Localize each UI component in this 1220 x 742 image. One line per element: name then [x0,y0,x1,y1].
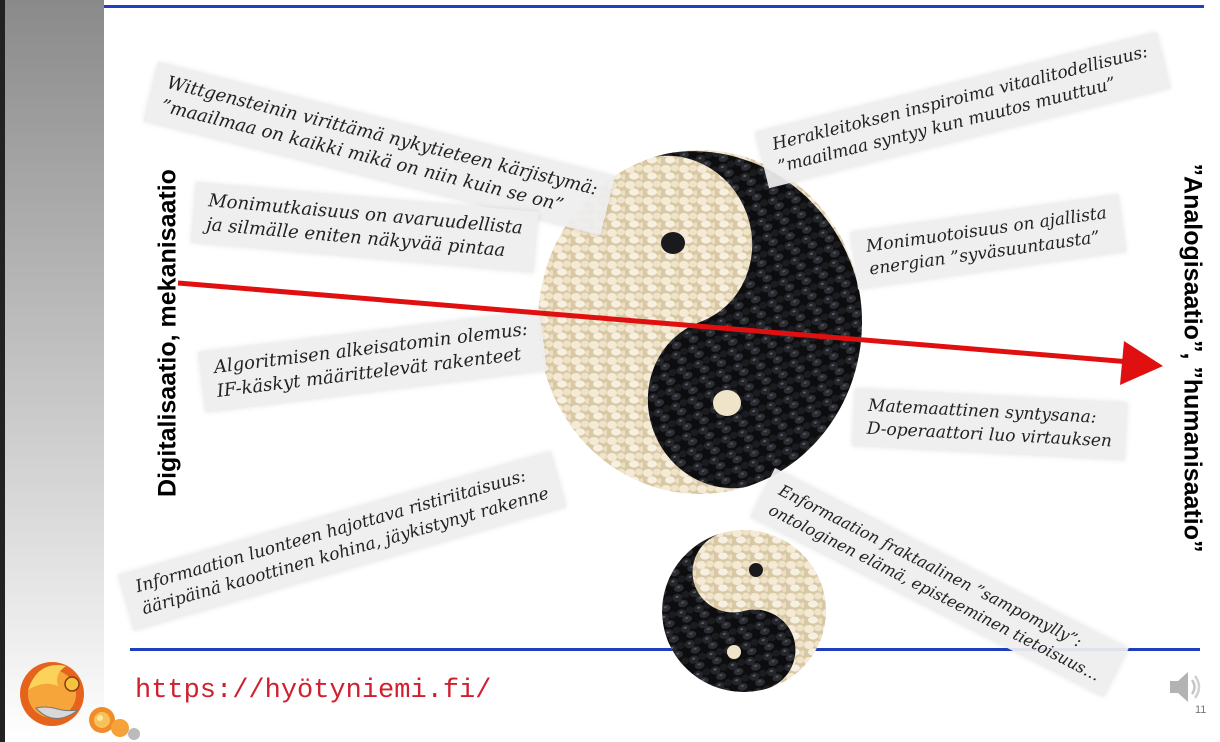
fire-sphere-logo-icon [14,650,150,742]
right-vertical-label: ”Analogisaatio”, ”humanisaatio” [1172,148,1212,568]
strip-line: ääripäinä kaoottinen kohina, jäykistynyt… [139,483,551,621]
left-edge-line [0,0,5,742]
yin-yang-small-image [660,528,828,694]
left-label-text: Digitalisaatio, mekanisaatio [154,169,183,497]
text-strip-matemaattinen: Matemaattinen syntysana: D-operaattori l… [852,388,1128,460]
text-strip-algoritminen: Algoritmisen alkeisatomin olemus: IF-käs… [198,310,547,412]
text-strip-monimuotoisuus: Monimuotoisuus on ajallista energian ”sy… [850,194,1126,289]
speaker-icon[interactable] [1168,668,1202,706]
page-number: 11 [1195,704,1206,716]
strip-line: Wittgensteinin virittämä nykytieteen kär… [164,71,600,202]
left-gradient-bar [0,0,104,742]
strip-line: Informaation luonteen hajottava ristirii… [133,461,545,599]
text-strip-herakleitos: Herakleitoksen inspiroima vitaalitodelli… [755,32,1171,188]
arrow-head [1120,341,1163,385]
top-rule [104,5,1204,8]
website-url-link[interactable]: https://hyötyniemi.fi/ [135,676,491,706]
left-vertical-label: Digitalisaatio, mekanisaatio [148,148,188,518]
right-label-text: ”Analogisaatio”, ”humanisaatio” [1178,164,1207,553]
